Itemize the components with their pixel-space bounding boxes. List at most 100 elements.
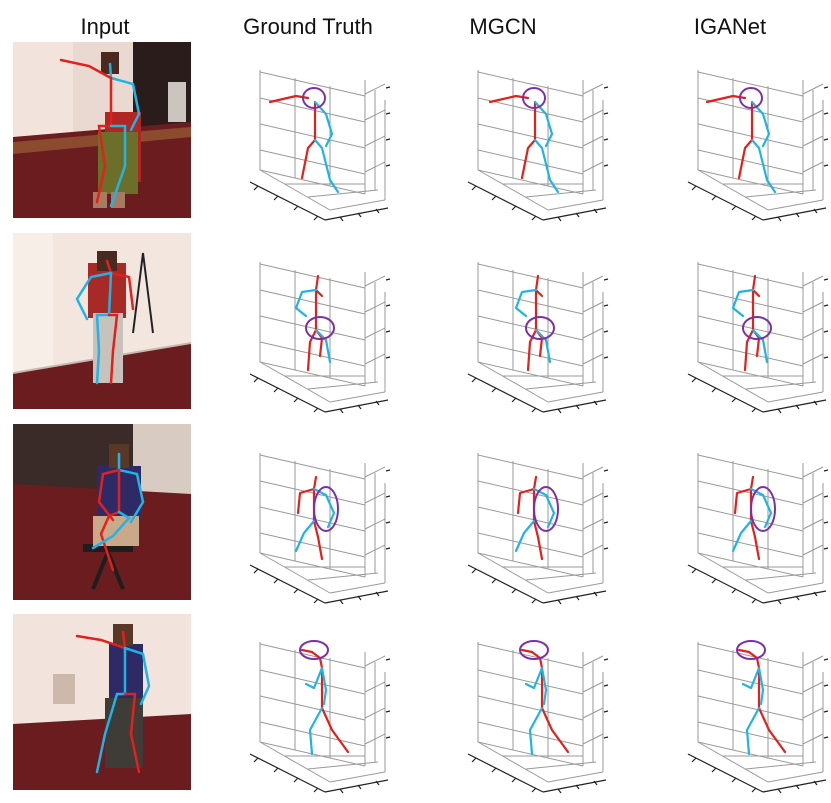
axis-ticks [467, 469, 609, 605]
highlight-circle-left-arm [750, 486, 776, 532]
left-limb [731, 519, 753, 553]
left-limb [524, 666, 544, 690]
left-limb [313, 138, 340, 194]
axis-ticks [467, 86, 609, 222]
axis-ticks [687, 469, 829, 605]
pose-plot-mgcn-row-4 [448, 622, 613, 797]
pose-plot-mgcn-row-3 [448, 433, 613, 608]
pose-plot-ground-truth-row-3 [230, 433, 395, 608]
axis-grid [259, 262, 386, 403]
highlight-circle-head [522, 87, 546, 109]
right-limb [320, 706, 350, 754]
pose-plot-iganet-row-2 [668, 242, 831, 417]
axis-ticks [687, 278, 829, 414]
input-photo-row-2 [13, 233, 191, 409]
left-limb [540, 666, 548, 706]
highlight-circle-head [299, 640, 329, 660]
left-limb [294, 288, 318, 318]
highlight-circle-head [302, 87, 326, 109]
input-photo-row-1 [13, 42, 191, 218]
highlight-circle-pelvis [525, 316, 555, 340]
axis-ticks [687, 658, 829, 794]
left-limb [750, 138, 777, 194]
axis-grid [697, 642, 824, 783]
left-limb [757, 666, 765, 706]
right-limb [312, 475, 318, 491]
axis-ticks [249, 278, 391, 414]
left-limb [514, 288, 538, 318]
axis-ticks [249, 86, 391, 222]
right-limb [749, 475, 755, 491]
right-limb [733, 487, 753, 515]
axis-grid [477, 453, 604, 594]
pose-plot-ground-truth-row-4 [230, 622, 395, 797]
left-limb [534, 328, 552, 364]
input-photo-row-4 [13, 614, 191, 790]
skeleton [520, 648, 570, 756]
left-limb [749, 487, 773, 529]
left-limb [320, 666, 328, 706]
right-limb [516, 487, 536, 515]
left-limb [304, 666, 324, 690]
left-limb [751, 328, 769, 364]
pose-plot-iganet-row-4 [668, 622, 831, 797]
right-limb [757, 706, 787, 754]
highlight-circle-left-arm [313, 486, 339, 532]
highlight-circle-pelvis [305, 316, 335, 340]
axis-ticks [467, 278, 609, 414]
column-header-ground-truth: Ground Truth [243, 14, 373, 39]
column-header-iganet: IGANet [693, 14, 767, 39]
highlight-circle-head [736, 640, 766, 660]
left-limb [312, 487, 336, 529]
skeleton [737, 648, 787, 756]
right-limb [520, 648, 534, 654]
right-limb [737, 648, 751, 654]
column-header-mgcn: MGCN [469, 14, 537, 39]
pose-plot-mgcn-row-2 [448, 242, 613, 417]
left-limb [750, 100, 771, 148]
pose-plot-mgcn-row-1 [448, 50, 613, 225]
right-limb [300, 138, 317, 180]
left-limb [313, 100, 334, 148]
left-limb [308, 706, 324, 756]
left-limb [533, 138, 560, 194]
axis-ticks [249, 469, 391, 605]
skeleton [514, 274, 552, 372]
right-limb [743, 328, 755, 372]
right-limb [749, 519, 761, 561]
pose-plot-iganet-row-3 [668, 433, 831, 608]
left-limb [741, 666, 761, 690]
axis-grid [697, 453, 824, 594]
axis-grid [259, 453, 386, 594]
input-photo-row-3 [13, 424, 191, 600]
highlight-circle-left-arm [533, 486, 559, 532]
axis-grid [259, 70, 386, 211]
right-limb [296, 487, 316, 515]
left-limb [532, 487, 556, 529]
skeleton [705, 94, 777, 194]
right-limb [310, 650, 324, 670]
right-limb [526, 328, 538, 372]
right-limb [747, 650, 761, 670]
skeleton [268, 94, 340, 194]
axis-grid [697, 70, 824, 211]
skeleton [731, 274, 769, 372]
column-header-input: Input [80, 14, 130, 39]
right-limb [306, 328, 318, 372]
left-limb [745, 706, 761, 756]
axis-ticks [249, 658, 391, 794]
right-limb [530, 650, 544, 670]
highlight-circle-head [739, 87, 763, 109]
left-limb [294, 519, 316, 553]
axis-ticks [467, 658, 609, 794]
pose-plot-ground-truth-row-2 [230, 242, 395, 417]
pose-plot-ground-truth-row-1 [230, 50, 395, 225]
highlight-circle-head [519, 640, 549, 660]
left-limb [533, 100, 554, 148]
right-limb [312, 519, 324, 561]
skeleton [300, 648, 350, 756]
left-limb [528, 706, 544, 756]
left-limb [314, 328, 332, 364]
left-limb [731, 288, 755, 318]
axis-grid [259, 642, 386, 783]
